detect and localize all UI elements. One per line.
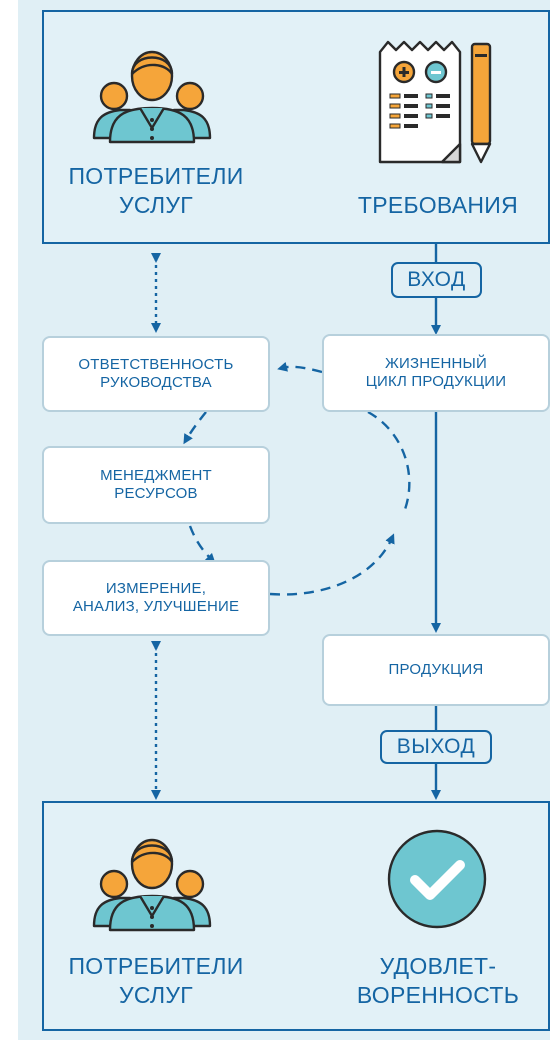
output-tag: ВЫХОД <box>380 730 492 764</box>
responsibility-card: ОТВЕТСТВЕННОСТЬ РУКОВОДСТВА <box>42 336 270 412</box>
lifecycle-card: ЖИЗНЕННЫЙ ЦИКЛ ПРОДУКЦИИ <box>322 334 550 412</box>
people-icon <box>92 50 212 144</box>
measurement-card: ИЗМЕРЕНИЕ, АНАЛИЗ, УЛУЧШЕНИЕ <box>42 560 270 636</box>
resources-card: МЕНЕДЖМЕНТ РЕСУРСОВ <box>42 446 270 524</box>
requirements-label: ТРЕБОВАНИЯ <box>357 192 519 218</box>
product-card: ПРОДУКЦИЯ <box>322 634 550 706</box>
checklist-icon <box>378 40 492 164</box>
checkmark-icon <box>387 829 487 929</box>
input-tag: ВХОД <box>391 262 482 298</box>
bottom-consumers-label: ПОТРЕБИТЕЛИ УСЛУГ <box>68 953 244 1008</box>
satisfaction-label: УДОВЛЕТ- ВОРЕННОСТЬ <box>356 953 520 1008</box>
people-icon <box>92 838 212 932</box>
top-consumers-label: ПОТРЕБИТЕЛИ УСЛУГ <box>68 163 244 218</box>
